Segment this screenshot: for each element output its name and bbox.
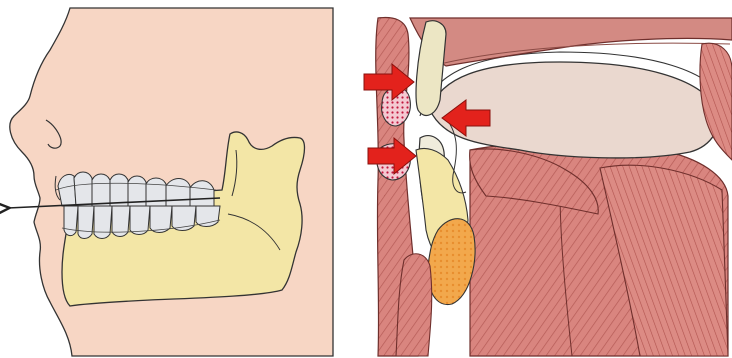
soft-palate xyxy=(410,18,732,66)
sagittal-section-panel xyxy=(364,18,732,356)
jaw-profile-panel xyxy=(8,8,333,356)
